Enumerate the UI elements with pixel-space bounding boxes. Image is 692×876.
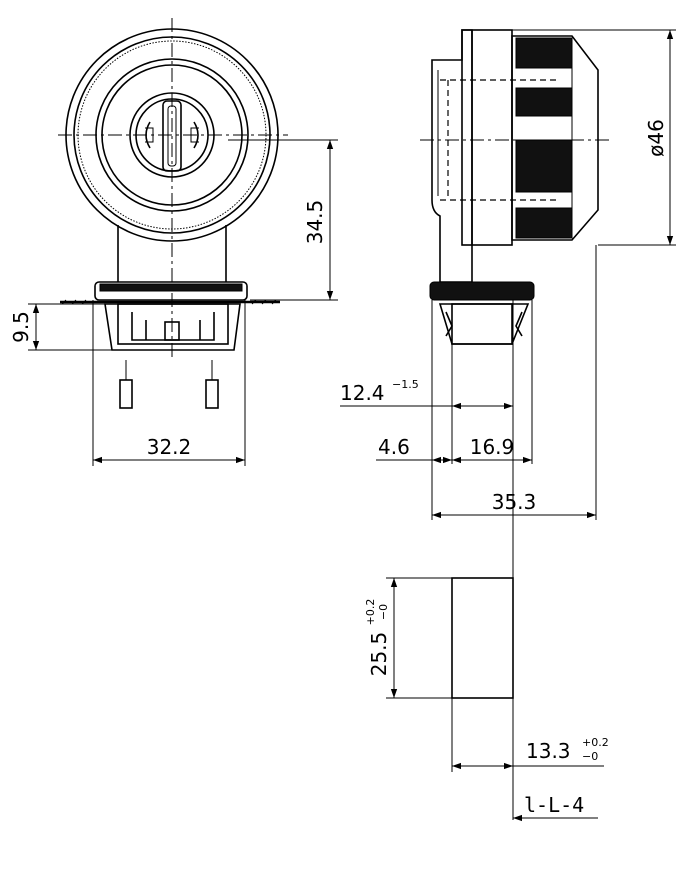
panel-cutout xyxy=(451,577,514,699)
front-view xyxy=(58,18,288,409)
dim-32-2: 32.2 xyxy=(92,300,246,466)
dim-9-5: 9.5 xyxy=(9,303,112,351)
dim-13-3-tol-upper: +0.2 xyxy=(582,736,609,749)
dim-35-3: 35.3 xyxy=(432,490,596,519)
dim-diameter-46: ø46 xyxy=(512,29,676,246)
lever-reference: l-L-4 xyxy=(513,793,598,822)
dim-12-4-tolerance: −1.5 xyxy=(392,378,419,391)
dim-13-3-label: 13.3 xyxy=(526,739,571,763)
side-view xyxy=(420,29,610,820)
dim-32-2-label: 32.2 xyxy=(147,435,192,459)
dim-diameter-46-label: ø46 xyxy=(644,119,668,157)
dim-35-3-label: 35.3 xyxy=(492,490,537,514)
dim-12-4: 12.4 −1.5 xyxy=(340,378,513,410)
dim-25-5-tol-upper: +0.2 xyxy=(364,599,377,626)
dim-13-3: 13.3 +0.2 −0 xyxy=(451,698,609,772)
dim-25-5-label: 25.5 xyxy=(367,632,391,677)
dim-25-5-tol-lower: −0 xyxy=(377,604,390,620)
dim-4-6-16-9: 4.6 16.9 xyxy=(376,435,532,464)
dim-34-5: 34.5 xyxy=(228,139,338,301)
dim-25-5: 25.5 +0.2 −0 xyxy=(364,577,452,699)
dim-16-9-label: 16.9 xyxy=(470,435,515,459)
dim-12-4-label: 12.4 xyxy=(340,381,385,405)
dim-9-5-label: 9.5 xyxy=(9,311,33,343)
dim-34-5-label: 34.5 xyxy=(303,200,327,245)
dim-13-3-tol-lower: −0 xyxy=(582,750,598,763)
dim-4-6-label: 4.6 xyxy=(378,435,410,459)
lever-label: l-L-4 xyxy=(524,793,584,817)
